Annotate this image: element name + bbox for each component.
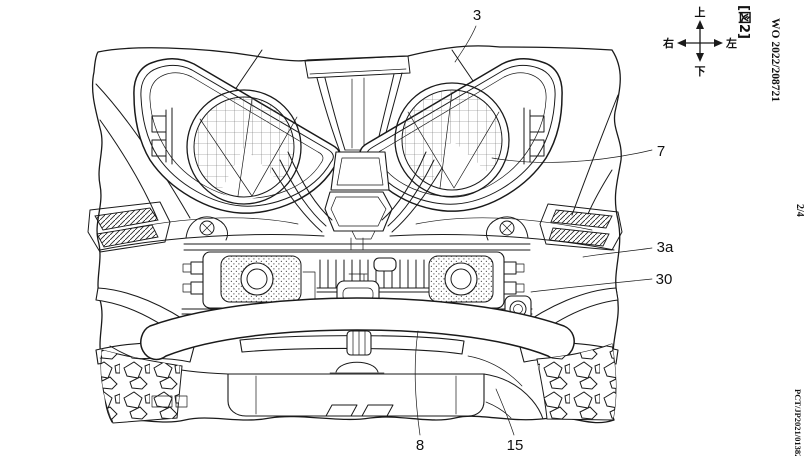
- compass-arrow-down-icon: [696, 53, 704, 62]
- headlight-left: [133, 58, 341, 214]
- mount-tabs: [182, 261, 525, 295]
- screw-mount-right: [486, 216, 529, 241]
- horn-right: [444, 262, 478, 296]
- tread-right: [536, 343, 617, 421]
- ref-numeral-8: 8: [416, 437, 424, 454]
- upper-bracket: [183, 237, 531, 253]
- publication-number: WO 2022/208721: [769, 18, 781, 102]
- lens-trim-left: [151, 107, 173, 165]
- compass-arrow-left-icon: [677, 39, 686, 47]
- windscreen-base: [304, 55, 411, 79]
- ref-numeral-3a: 3a: [657, 239, 674, 256]
- application-number: PCT/JP2021/013826: [793, 389, 803, 456]
- direction-compass: 上 下 右 左: [662, 5, 737, 78]
- fascia-lines: [99, 217, 615, 251]
- compass-label-east: 左: [725, 36, 737, 50]
- drawing-boundary: [91, 45, 622, 424]
- compass-axes-icon: [685, 27, 715, 55]
- figure-label: [図2]: [736, 5, 751, 39]
- horn-left: [240, 262, 274, 296]
- center-rim-arcs: [271, 151, 443, 233]
- center-bump: [329, 361, 385, 374]
- ref-numeral-3: 3: [473, 7, 481, 24]
- compass-label-west: 右: [662, 36, 674, 50]
- margin-texts: [図2] WO 2022/208721 2/4 PCT/JP2021/01382…: [736, 5, 805, 456]
- compass-label-down: 下: [695, 65, 706, 78]
- hexagon-badge: [324, 191, 393, 240]
- fairing-creases: [95, 49, 619, 219]
- compass-arrow-up-icon: [696, 20, 704, 29]
- ref-numeral-15: 15: [507, 437, 524, 454]
- ref-numeral-30: 30: [656, 271, 673, 288]
- tread-left: [100, 349, 183, 424]
- leader-lines: [414, 25, 653, 436]
- nose-tip: [330, 151, 390, 191]
- cowl-right: [467, 355, 544, 420]
- compass-arrow-right-icon: [714, 39, 723, 47]
- vent-left: [87, 201, 171, 253]
- compass-label-up: 上: [695, 5, 706, 19]
- handlebar-tube: [239, 330, 465, 356]
- vent-right: [539, 203, 623, 251]
- headlight-right: [359, 58, 563, 212]
- ref-numeral-7: 7: [657, 143, 665, 160]
- page-number: 2/4: [794, 204, 805, 217]
- screw-mount-left: [185, 216, 228, 241]
- cross-tube: [140, 297, 575, 361]
- reference-numerals: 3 7 3a 30 8 15: [416, 7, 674, 454]
- fender: [151, 373, 485, 417]
- lens-trim-right: [523, 107, 545, 165]
